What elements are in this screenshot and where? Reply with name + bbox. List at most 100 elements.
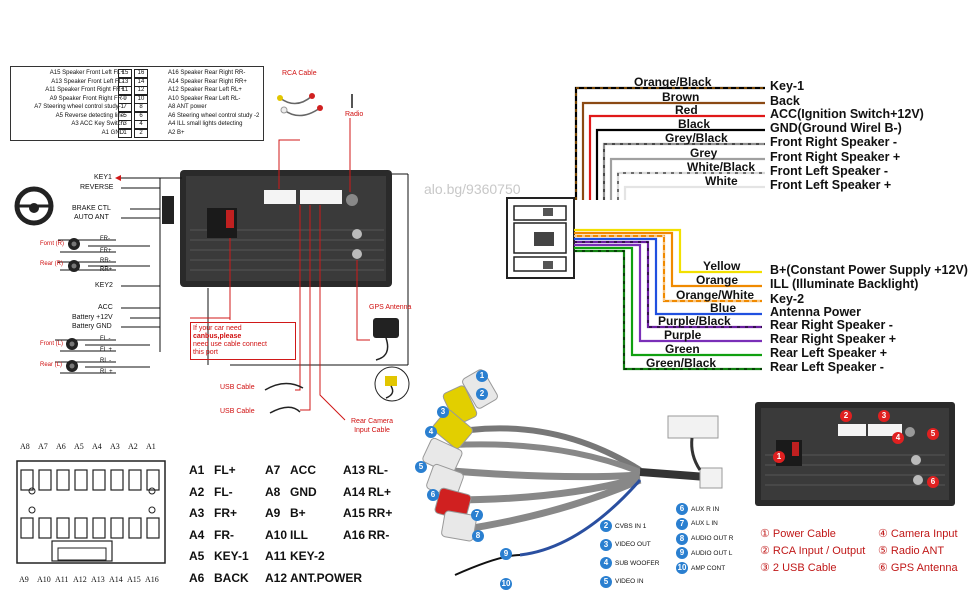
pin-code: A5	[189, 549, 205, 563]
fr-plus-label: FR+	[100, 248, 112, 254]
pin-cell	[38, 469, 52, 491]
battery-gnd-label: Battery GND	[72, 323, 112, 330]
rl-minus-label: RL -	[100, 358, 112, 364]
pin-bottom-label: A15	[127, 575, 141, 584]
wire-stripe	[575, 87, 765, 200]
rca-legend-text: AUX R IN	[691, 505, 720, 513]
wire-stripe	[574, 241, 762, 328]
pin-bottom-label: A12	[73, 575, 87, 584]
unit-number: 6	[927, 476, 939, 488]
iso-left-item: A1 GND	[101, 129, 124, 136]
rca-legend-number: 5	[600, 575, 612, 588]
wire-function-label: Front Left Speaker -	[770, 164, 889, 178]
canbus-note-line: canbus,please	[193, 333, 242, 340]
pin-function: GND	[290, 484, 317, 499]
legend-item: ⑥ GPS Antenna	[878, 562, 958, 574]
pin-code: A10	[265, 527, 288, 542]
usb-cable-icons	[264, 382, 304, 414]
rca-bubble: 6	[427, 489, 439, 501]
wire-line	[609, 157, 765, 200]
acc-label: ACC	[98, 304, 113, 311]
fr-minus-label: FR-	[100, 236, 110, 242]
iso-pin-num: 1	[118, 128, 132, 138]
iso-left-item: A5 Reverse detecting line	[55, 112, 124, 119]
pin-cell	[146, 517, 160, 539]
wire-color-label: Purple/Black	[658, 314, 731, 328]
pin-top-label: A5	[74, 442, 84, 451]
pin-function: ACC	[290, 463, 316, 477]
unit-number: 4	[892, 432, 904, 444]
canbus-note-line: need use cable connect	[193, 341, 267, 348]
pin-function: B+	[290, 506, 306, 520]
front-r-label: Fornt (R)	[40, 241, 64, 247]
wire-stripe	[603, 143, 765, 200]
wire-function-label: ACC(Ignition Switch+12V)	[770, 107, 924, 121]
unit-number: 1	[773, 451, 785, 463]
rca-legend-number: 6	[676, 503, 688, 515]
pin-top-label: A7	[38, 442, 48, 451]
wire-color-label: White/Black	[687, 160, 756, 174]
wire-line	[581, 101, 765, 200]
wire-function-label: Back	[770, 94, 800, 108]
rr-plus-label: RR+	[100, 267, 113, 273]
gps-antenna-icon	[373, 318, 399, 338]
wire-color-label: Black	[678, 117, 711, 131]
usb-cable-label-2: USB Cable	[220, 408, 255, 415]
wire-color-label: Purple	[664, 328, 702, 342]
wire-function-label: Key-2	[770, 292, 805, 306]
wire-function-label: Front Left Speaker +	[770, 178, 892, 192]
iso-left-item: A11 Speaker Front Right FR+	[45, 87, 124, 93]
legend-item: ① Power Cable	[760, 528, 836, 540]
rca-legend-number: 3	[600, 538, 612, 551]
rca-harness-image	[422, 369, 723, 576]
wire-function-label: Rear Left Speaker +	[770, 346, 888, 360]
wire-line	[574, 246, 762, 357]
wire-line	[574, 231, 762, 288]
wire-color-label: Grey	[690, 146, 718, 160]
pin-code: A1	[189, 463, 205, 477]
wire-color-label: Blue	[710, 301, 737, 315]
pin-code: A16	[343, 527, 366, 542]
rca-legend-number: 8	[676, 532, 688, 545]
iso-left-item: A7 Steering wheel control study-1	[34, 104, 124, 110]
wire-function-label: Antenna Power	[770, 305, 861, 319]
pin-bottom-label: A16	[145, 575, 159, 584]
unit-number: 2	[840, 410, 852, 422]
pin-function: FR+	[214, 506, 238, 520]
pin-cell	[110, 517, 124, 539]
pin-cell	[92, 517, 106, 539]
fl-plus-label: FL +	[100, 347, 112, 353]
pin-code: A13	[343, 463, 366, 477]
iso-right-item: A6 Steering wheel control study -2	[168, 112, 260, 119]
pin-top-label: A6	[56, 442, 66, 451]
rl-plus-label: RL +	[100, 369, 113, 375]
wire-line	[574, 237, 762, 316]
battery-label: Battery +12V	[72, 314, 113, 321]
wire-color-label: Yellow	[703, 259, 741, 273]
pin-top-label: A2	[128, 442, 138, 451]
pin-cell	[128, 517, 142, 539]
pin-bottom-label: A11	[55, 575, 69, 584]
pin-code: A12	[265, 570, 288, 585]
pin-function: FL-	[214, 484, 233, 499]
key1-label: KEY1	[94, 174, 112, 181]
iso-right-item: A16 Speaker Rear Right RR-	[168, 70, 246, 76]
pin-function: KEY-2	[290, 549, 325, 563]
wire-line	[588, 114, 765, 200]
wire-function-label: Front Right Speaker -	[770, 135, 898, 149]
pin-cell	[56, 469, 70, 491]
usb-cable-label-1: USB Cable	[220, 384, 255, 391]
pin-code: A8	[265, 484, 281, 499]
wire-stripe	[574, 250, 762, 370]
wire-function-label: B+(Constant Power Supply +12V)	[770, 263, 968, 277]
wire-stripe	[574, 235, 762, 302]
rca-legend-text: AUDIO OUT R	[691, 535, 734, 543]
pin-function: FR-	[214, 527, 234, 542]
